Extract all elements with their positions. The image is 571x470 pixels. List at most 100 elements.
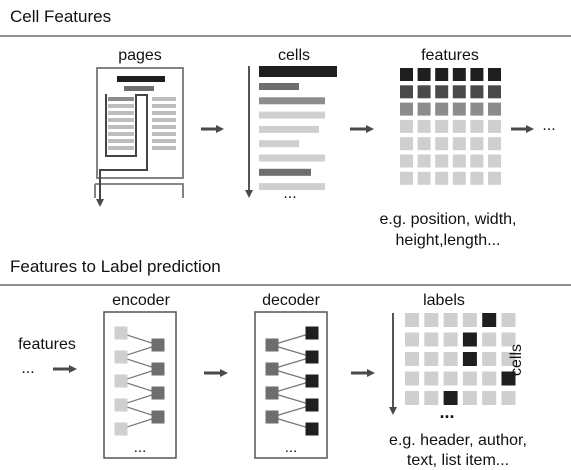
feature-cell [470,154,484,168]
feature-cell [435,154,449,168]
cell-bar [259,66,337,77]
cell-bar [259,125,319,133]
label-cell [482,371,497,386]
feature-cell [452,102,466,116]
label-cell [443,371,458,386]
network-edge [271,404,313,418]
label-cell [424,332,439,347]
feature-cell [417,102,431,116]
labels-note-line1: e.g. header, author, [389,432,527,449]
labels-note-line2: text, list item... [407,452,509,469]
label-cell [501,332,516,347]
network-edge [271,344,313,358]
section1-title: Cell Features [10,7,111,26]
feature-cell [488,85,501,99]
features-note-line2: height,length... [396,232,501,249]
input-ellipsis: ... [21,360,34,377]
feature-cell [470,137,484,151]
network-edge [271,332,313,346]
feature-cell [452,68,466,81]
label-cell [424,371,439,386]
encoder-label: encoder [112,292,170,309]
network-edge [271,356,313,370]
label-cell [482,352,497,366]
feature-cell [452,85,466,99]
feature-cell [417,154,431,168]
label-cell [501,391,516,405]
label-cell [482,313,497,327]
network-node [305,398,319,412]
decoder-box [254,311,328,459]
label-cell [482,332,497,347]
feature-cell [488,154,501,168]
network-node [151,362,165,376]
cell-bars [259,66,337,191]
feature-cell [488,171,501,185]
cells-ellipsis: ... [283,185,296,202]
feature-cell [452,119,466,133]
feature-cell [470,102,484,116]
cell-bar [259,97,325,105]
section2-title: Features to Label prediction [10,257,221,276]
network-edge [271,416,313,430]
decoder-label: decoder [262,292,320,309]
feature-cell [435,68,449,81]
label-cell [443,332,458,347]
network-node [265,386,279,400]
feature-cell [400,137,413,151]
feature-cell [488,102,501,116]
network-node [114,350,128,364]
network-node [114,326,128,340]
feature-cell [417,137,431,151]
feature-cell [470,85,484,99]
feature-cell [452,171,466,185]
feature-cell [417,119,431,133]
network-node [305,326,319,340]
network-edge [271,392,313,406]
label-cell [501,371,516,386]
label-cell [501,313,516,327]
feature-cell [400,85,413,99]
label-cell [462,352,477,366]
label-cell [405,371,419,386]
feature-cell [400,171,413,185]
cell-bar [259,140,299,148]
label-grid [405,313,516,405]
feature-cell [452,137,466,151]
feature-cell [417,85,431,99]
network-node [265,338,279,352]
cell-bar [259,154,325,162]
network-node [151,410,165,424]
network-node [114,422,128,436]
feature-cell [400,68,413,81]
labels-ellipsis: ... [439,402,454,422]
network-node [114,374,128,388]
feature-grid [400,68,501,185]
feature-cell [435,137,449,151]
feature-cell [488,119,501,133]
feature-cell [470,119,484,133]
label-cell [405,332,419,347]
decoder-network [265,326,319,436]
network-edge [271,368,313,382]
label-cell [424,313,439,327]
reading-order-path [96,94,148,207]
input-features-label: features [18,336,76,353]
feature-cell [488,68,501,81]
label-cell [462,313,477,327]
network-node [114,398,128,412]
network-edge [271,380,313,394]
labels-label: labels [423,292,465,309]
encoder-box [103,311,177,459]
feature-cell [400,119,413,133]
label-cell [405,391,419,405]
network-node [305,350,319,364]
cell-bar [259,83,299,90]
network-node [265,362,279,376]
feature-cell [470,68,484,81]
features-note-line1: e.g. position, width, [380,211,517,228]
label-cell [462,371,477,386]
page-document-icon [94,67,184,207]
feature-cell [417,171,431,185]
